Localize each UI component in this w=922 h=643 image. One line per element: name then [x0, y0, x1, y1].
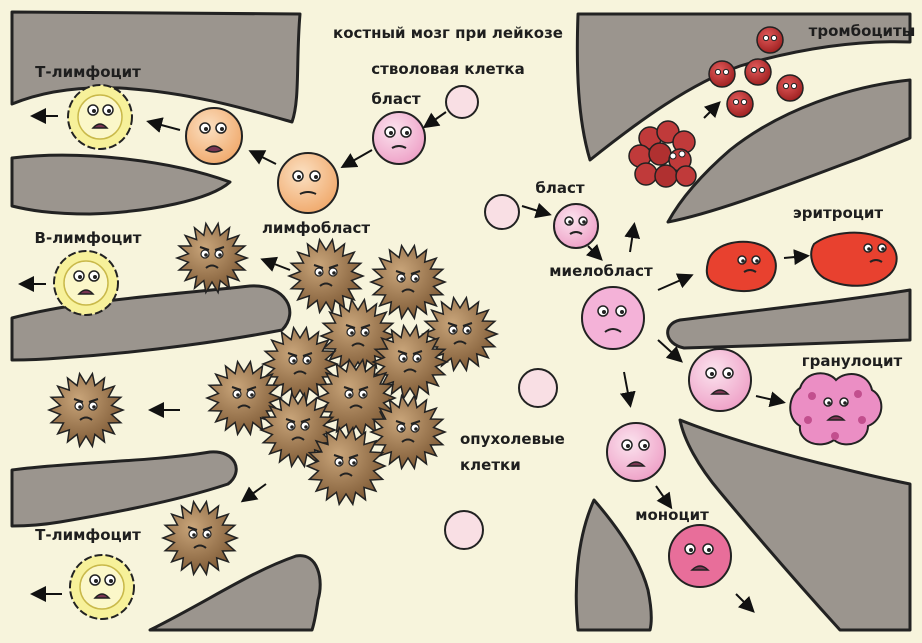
label-t-lymphocyte-bottom: Т-лимфоцит	[35, 526, 141, 544]
arrow	[240, 483, 267, 503]
platelet	[756, 26, 784, 54]
arrow	[783, 249, 810, 266]
arrow	[657, 339, 683, 363]
megakaryocyte-cluster	[628, 120, 697, 188]
erythrocyte-cell	[810, 231, 898, 287]
label-granulocyte: гранулоцит	[802, 352, 903, 370]
label-erythrocyte: эритроцит	[793, 204, 884, 222]
tumor-cell	[174, 221, 250, 295]
label-platelets: тромбоциты	[809, 22, 916, 40]
tumor-cell	[318, 297, 398, 375]
stem-cell	[445, 85, 479, 119]
platelet	[708, 60, 736, 88]
diagram-title: костный мозг при лейкозе	[333, 24, 563, 42]
tumor-cell	[368, 393, 448, 471]
lymphoid-blast-cell	[372, 111, 426, 165]
b-lymphocyte-cell	[53, 250, 119, 316]
arrow	[655, 485, 673, 510]
arrow	[755, 391, 786, 408]
tumor-cell	[160, 499, 240, 577]
label-tumor-cells-line2: клетки	[460, 456, 521, 474]
tumor-cell	[204, 359, 284, 437]
tumor-cell	[305, 425, 387, 507]
tumor-cell	[260, 325, 340, 403]
arrow	[146, 117, 181, 133]
label-blast-top: бласт	[371, 90, 420, 108]
tumor-cell-cluster	[46, 221, 500, 577]
arrow	[521, 202, 552, 219]
arrow	[619, 371, 636, 408]
tumor-cell	[370, 323, 450, 401]
erythrocyte-immature-cell	[705, 240, 777, 293]
monocyte-precursor-cell	[606, 422, 666, 482]
lymphoblast-cell	[277, 152, 339, 214]
platelet-group	[708, 26, 804, 118]
tumor-cell	[46, 371, 126, 449]
arrow	[703, 101, 721, 119]
arrow	[585, 243, 603, 261]
arrow	[624, 222, 641, 253]
arrow	[657, 273, 694, 291]
label-b-lymphocyte: В-лимфоцит	[35, 229, 142, 247]
arrow	[340, 149, 373, 168]
stem-cell	[444, 510, 484, 550]
arrow	[422, 111, 447, 129]
arrow	[735, 593, 755, 613]
label-lymphoblast: лимфобласт	[262, 219, 370, 237]
arrow	[260, 256, 291, 272]
label-monocyte: моноцит	[635, 506, 709, 524]
granulocyte-precursor-cell	[688, 348, 752, 412]
label-t-lymphocyte-top: Т-лимфоцит	[35, 63, 141, 81]
stem-cell	[518, 368, 558, 408]
maturing-lymphocyte-cell	[185, 107, 243, 165]
label-tumor-cells-line1: опухолевые	[460, 430, 565, 448]
platelet	[726, 90, 754, 118]
myeloblast-cell	[581, 286, 645, 350]
label-stem-cell: стволовая клетка	[371, 60, 524, 78]
differentiation-arrows	[18, 101, 810, 613]
stem-cells	[444, 85, 558, 550]
myeloid-blast-cell	[553, 203, 599, 249]
t-lymphocyte-bottom-cell	[69, 554, 135, 620]
granulocyte-cell	[789, 372, 883, 446]
label-blast-mid: бласт	[535, 179, 584, 197]
platelet	[776, 74, 804, 102]
platelet	[744, 58, 772, 86]
monocyte-cell	[668, 524, 732, 588]
t-lymphocyte-top-cell	[67, 84, 133, 150]
tumor-cell	[368, 243, 448, 321]
stem-cell	[484, 194, 520, 230]
bone-trabeculae	[10, 10, 912, 632]
label-myeloblast: миелобласт	[549, 262, 653, 280]
arrow	[248, 150, 277, 165]
tumor-cell	[258, 391, 338, 469]
